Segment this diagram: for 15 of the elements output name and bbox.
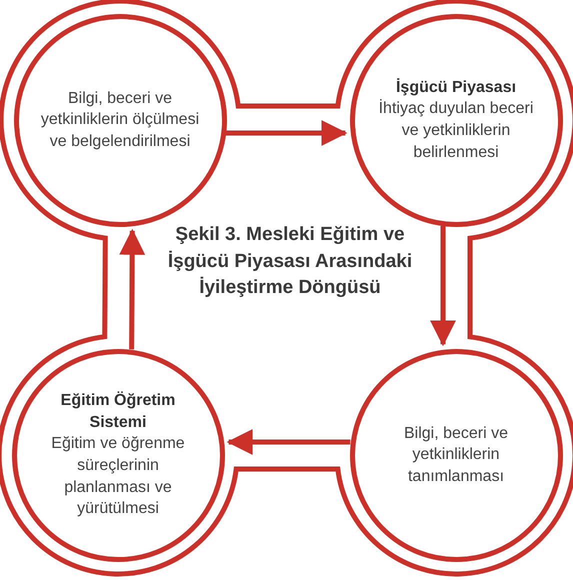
diagram-title: Şekil 3. Mesleki Eğitim ve İşgücü Piyasası Arasındaki İyileştirme Döngüsü [166,223,414,300]
process-circle [350,348,562,562]
arrow [430,226,456,346]
arrow [119,228,146,350]
node-text: Bilgi, beceri ve yetkinliklerin tanımlanması [402,424,510,487]
node-text: Bilgi, beceri ve yetkinliklerin ölçülmesi ve belgelendirilmesi [40,88,200,152]
arrow [226,429,350,455]
process-circle [350,14,562,226]
node-text: Eğitim ve öğrenme süreçlerinin planlanması ve yürütülmesi [50,434,186,520]
node-text: İhtiyaç duyulan beceri ve yetkinliklerin belirlenmesi [378,98,534,163]
node-heading: İşgücü Piyasası [394,77,518,98]
process-circle [14,14,226,226]
node-heading: Eğitim Öğretim Sistemi [60,390,176,433]
arrow [226,120,348,146]
process-circle [12,348,224,562]
